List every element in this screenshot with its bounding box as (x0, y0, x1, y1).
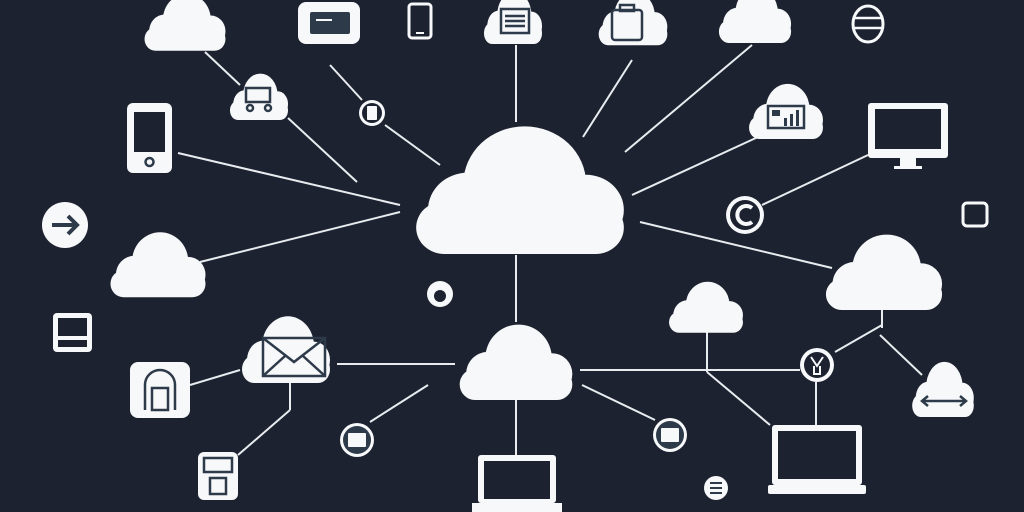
apple-icon (427, 281, 453, 307)
usb-device-icon (198, 452, 238, 500)
arrow-button (42, 202, 88, 248)
mail-cloud (242, 316, 330, 383)
laptop-right-icon (768, 425, 866, 494)
keyboard-device-icon (53, 313, 92, 352)
mobile-icon (407, 2, 433, 40)
window-icon (340, 423, 374, 457)
cloud-document-icon (483, 0, 543, 45)
monitor-icon (868, 103, 948, 169)
laptop-icon (472, 455, 562, 512)
lantern-icon (851, 4, 885, 44)
cloud-cart-icon (229, 73, 289, 120)
screen-icon (653, 418, 687, 452)
card-icon (298, 2, 360, 44)
connection-lines (177, 44, 923, 456)
clipboard-icon (359, 100, 385, 126)
copyright-icon (726, 196, 764, 234)
home-icon (130, 362, 190, 418)
lightbulb-icon (800, 348, 834, 382)
phone-icon (127, 103, 172, 173)
square-icon (961, 201, 989, 228)
cloud-chart-icon (749, 83, 823, 139)
cloud-briefcase-icon (598, 0, 668, 46)
envelope-icon (261, 336, 327, 378)
cloud-transfer-icon (912, 361, 974, 417)
menu-icon (704, 476, 728, 500)
